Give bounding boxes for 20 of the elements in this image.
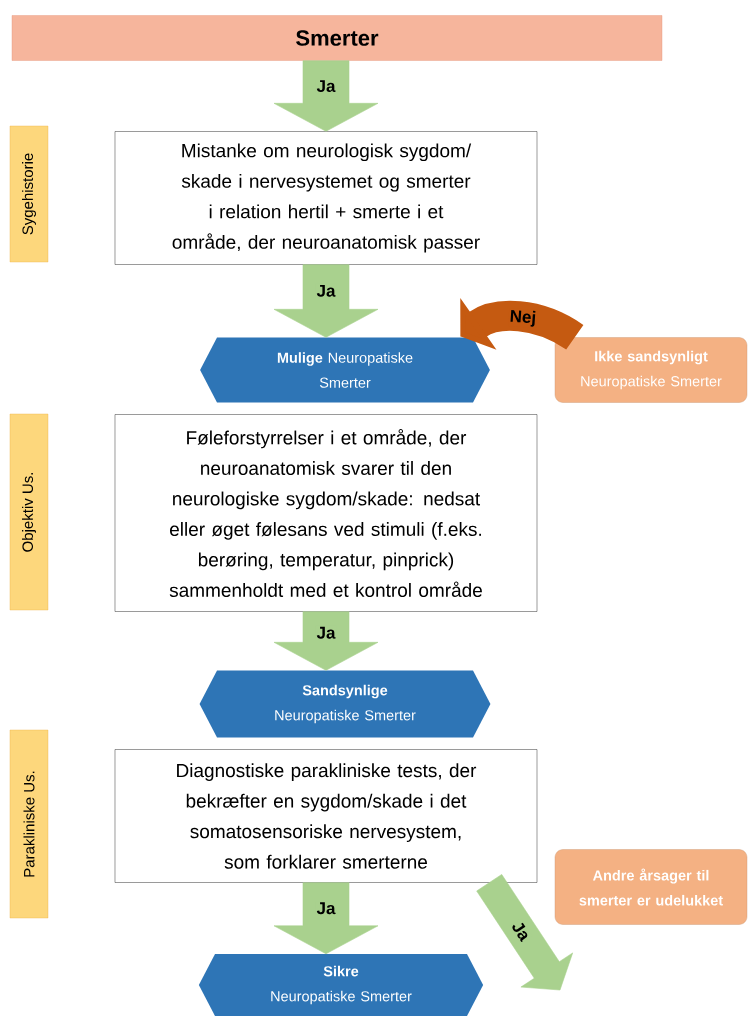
edge-label: Ja <box>315 901 337 916</box>
process-box: Føleforstyrrelser i et område, der neuroanatomisk svarer til den neurologiske sygdom/skade: nedsat eller øget følesans ved stimuli (f.eks. berøring, temperatur, pinprick) sammenholdt med et kontrol område <box>114 414 538 612</box>
block-arrow <box>273 882 379 955</box>
section-tag: Objektiv Us. <box>9 413 49 611</box>
section-tag: Sygehistorie <box>9 125 49 263</box>
block-arrow <box>273 60 379 132</box>
outcome-box: Ikke sandsynligt Neuropatiske Smerter <box>554 337 748 403</box>
edge-label: Ja <box>509 918 533 944</box>
section-tag: Parakliniske Us. <box>9 729 49 919</box>
block-arrow <box>476 874 573 991</box>
title-banner: Smerter <box>11 15 663 61</box>
block-arrow <box>273 611 379 671</box>
result-hexagon: Sandsynlige Neuropatiske Smerter <box>199 670 491 738</box>
block-arrow <box>273 264 379 338</box>
edge-label: Ja <box>315 79 337 94</box>
result-hexagon: Sikre Neuropatiske Smerter <box>198 954 484 1016</box>
process-box: Mistanke om neurologisk sygdom/ skade i nervesystemet og smerter i relation hertil + smerte i et område, der neuroanatomisk passer <box>114 131 538 265</box>
result-hexagon: Mulige Neuropatiske Smerter <box>200 337 490 403</box>
outcome-box: Andre årsager til smerter er udelukket <box>554 849 748 925</box>
process-box: Diagnostiske parakliniske tests, der bekræfter en sygdom/skade i det somatosensoriske nervesystem, som forklarer smerterne <box>114 749 538 883</box>
